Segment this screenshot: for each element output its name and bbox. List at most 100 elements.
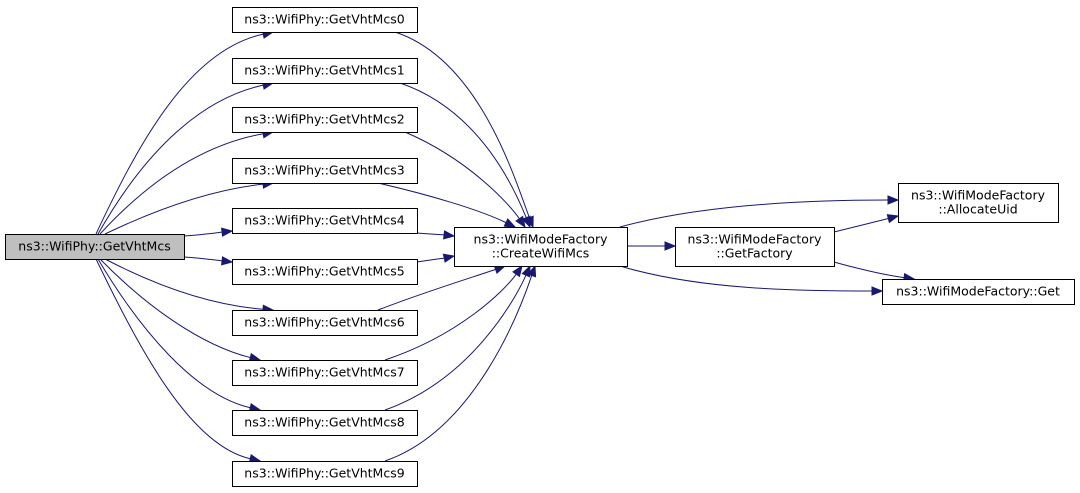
node-allocate[interactable]: ns3::WifiModeFactory::AllocateUid [898, 183, 1059, 223]
edge-arrowhead [221, 227, 234, 237]
node-m7[interactable]: ns3::WifiPhy::GetVhtMcs7 [232, 360, 418, 386]
node-m8[interactable]: ns3::WifiPhy::GetVhtMcs8 [232, 410, 418, 436]
node-box[interactable] [232, 158, 418, 184]
edge-line [95, 258, 251, 460]
node-box[interactable] [232, 410, 418, 436]
edge-line [97, 84, 264, 235]
nodes-layer: ns3::WifiPhy::GetVhtMcsns3::WifiPhy::Get… [5, 7, 1075, 487]
node-label: ns3::WifiPhy::GetVhtMcs9 [244, 466, 404, 481]
edge-line [833, 218, 889, 233]
edge-arrowhead [512, 264, 523, 278]
edge-root-to-m4 [183, 227, 234, 237]
edge-line [384, 274, 527, 411]
node-box[interactable] [5, 234, 185, 260]
node-label: ns3::WifiPhy::GetVhtMcs1 [244, 63, 404, 78]
edge-line [377, 268, 496, 311]
edge-arrowhead [515, 215, 526, 229]
node-box[interactable] [232, 107, 418, 133]
edge-line [833, 261, 905, 279]
node-label: ns3::WifiModeFactory::Get [896, 284, 1060, 299]
edge-m5-to-create [416, 253, 456, 263]
edge-line [384, 275, 533, 462]
edge-arrowhead [221, 256, 234, 266]
edge-arrowhead [443, 230, 456, 240]
edge-arrowhead [521, 264, 531, 278]
edge-m3-to-create [377, 182, 517, 228]
node-label: ns3::WifiModeFactory [911, 188, 1046, 203]
edge-line [97, 258, 251, 409]
edges-layer [95, 29, 916, 464]
edge-line [416, 257, 445, 263]
edge-arrowhead [503, 218, 517, 228]
edge-arrowhead [521, 215, 531, 229]
node-label: ns3::WifiModeFactory [474, 232, 609, 247]
node-label: ns3::WifiPhy::GetVhtMcs5 [244, 264, 404, 279]
edge-create-to-get [619, 265, 884, 296]
node-label: ns3::WifiPhy::GetVhtMcs4 [244, 213, 404, 228]
edge-line [104, 183, 264, 235]
node-label: ns3::WifiPhy::GetVhtMcs8 [244, 415, 404, 430]
node-m4[interactable]: ns3::WifiPhy::GetVhtMcs4 [232, 208, 418, 234]
node-box[interactable] [898, 183, 1059, 223]
edge-line [183, 231, 223, 237]
edge-getfactory-to-get [833, 261, 916, 283]
node-create[interactable]: ns3::WifiModeFactory::CreateWifiMcs [454, 227, 628, 267]
node-m6[interactable]: ns3::WifiPhy::GetVhtMcs6 [232, 310, 418, 336]
node-m5[interactable]: ns3::WifiPhy::GetVhtMcs5 [232, 259, 418, 285]
edge-arrowhead [527, 264, 537, 278]
node-m3[interactable]: ns3::WifiPhy::GetVhtMcs3 [232, 158, 418, 184]
node-m1[interactable]: ns3::WifiPhy::GetVhtMcs1 [232, 58, 418, 84]
node-box[interactable] [232, 58, 418, 84]
node-box[interactable] [232, 208, 418, 234]
edge-m9-to-create [384, 264, 537, 462]
node-label: ::AllocateUid [938, 202, 1017, 217]
edge-line [399, 82, 527, 218]
edge-m4-to-create [416, 230, 456, 240]
node-label: ns3::WifiModeFactory [688, 232, 823, 247]
edge-create-to-allocate [619, 195, 900, 228]
edge-arrowhead [887, 195, 900, 205]
edge-line [377, 182, 507, 224]
edge-arrowhead [442, 253, 456, 263]
edge-line [183, 256, 223, 262]
edge-line [394, 31, 530, 218]
node-box[interactable] [232, 259, 418, 285]
edge-root-to-m8 [97, 258, 262, 413]
edge-line [104, 258, 264, 310]
node-m2[interactable]: ns3::WifiPhy::GetVhtMcs2 [232, 107, 418, 133]
edge-line [619, 265, 873, 292]
node-getfactory[interactable]: ns3::WifiModeFactory::GetFactory [675, 227, 835, 267]
node-label: ns3::WifiPhy::GetVhtMcs2 [244, 112, 404, 127]
edge-m7-to-create [384, 264, 523, 361]
edge-m2-to-create [404, 131, 526, 229]
edge-arrowhead [871, 286, 884, 296]
node-label: ::CreateWifiMcs [492, 246, 590, 261]
node-box[interactable] [232, 360, 418, 386]
node-label: ns3::WifiPhy::GetVhtMcs0 [244, 12, 404, 27]
node-label: ns3::WifiPhy::GetVhtMcs [18, 239, 170, 254]
node-m0[interactable]: ns3::WifiPhy::GetVhtMcs0 [232, 7, 418, 33]
node-label: ns3::WifiPhy::GetVhtMcs6 [244, 315, 404, 330]
node-box[interactable] [675, 227, 835, 267]
node-m9[interactable]: ns3::WifiPhy::GetVhtMcs9 [232, 461, 418, 487]
node-get[interactable]: ns3::WifiModeFactory::Get [882, 279, 1075, 305]
edge-getfactory-to-allocate [833, 214, 900, 233]
node-box[interactable] [232, 7, 418, 33]
node-box[interactable] [232, 310, 418, 336]
edge-m8-to-create [384, 264, 531, 411]
edge-line [619, 199, 889, 228]
node-box[interactable] [232, 461, 418, 487]
edge-line [384, 273, 517, 361]
edge-line [99, 133, 264, 235]
edge-line [404, 131, 520, 220]
node-root[interactable]: ns3::WifiPhy::GetVhtMcs [5, 234, 185, 260]
node-box[interactable] [454, 227, 628, 267]
edge-line [416, 232, 445, 236]
edge-root-to-m5 [183, 256, 234, 266]
node-label: ns3::WifiPhy::GetVhtMcs3 [244, 163, 404, 178]
edge-arrowhead [886, 214, 900, 224]
node-box[interactable] [882, 279, 1075, 305]
edge-create-to-getfactory [626, 241, 677, 251]
node-label: ns3::WifiPhy::GetVhtMcs7 [244, 365, 404, 380]
